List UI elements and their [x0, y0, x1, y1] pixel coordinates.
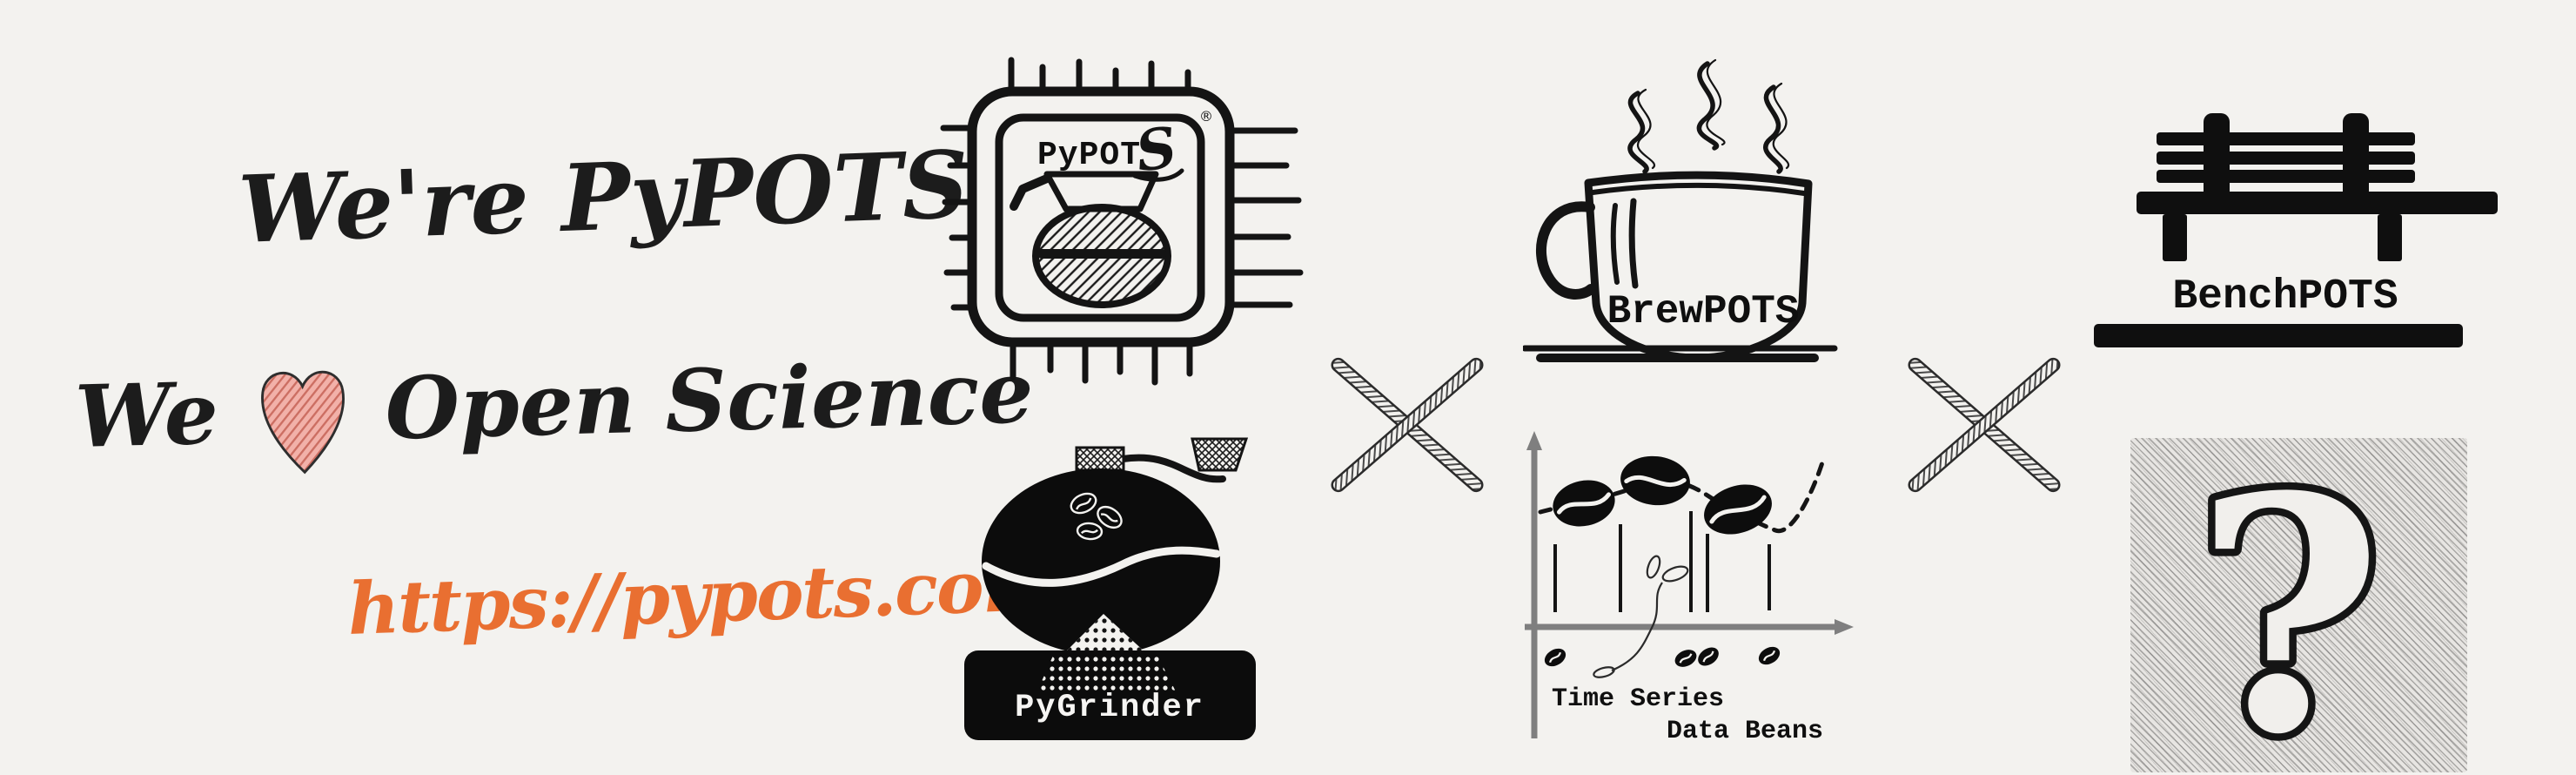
tagline-line1: We're PyPOTS	[237, 129, 971, 264]
data-beans-chart: Time Series Data Beans	[1525, 431, 1854, 746]
multiply-icon-1	[1331, 357, 1484, 493]
grinder-crank-icon	[1075, 437, 1249, 483]
saucer-icon	[1523, 345, 1838, 362]
pypots-chip-label: PyPOT	[1037, 137, 1141, 174]
falling-grounds	[1064, 614, 1146, 653]
coffee-beans-decoration	[1070, 492, 1123, 541]
coffee-pot-icon	[1010, 171, 1171, 308]
databeans-caption-line2: Data Beans	[1667, 717, 1823, 746]
registered-trademark: ®	[1199, 108, 1213, 125]
grinder-body-icon	[982, 468, 1221, 655]
multiply-icon-2	[1908, 357, 2061, 493]
question-mark-glyph: ?	[2195, 438, 2384, 772]
bench-icon	[2137, 113, 2498, 261]
tagline-line2: We Open Science	[74, 342, 1036, 486]
tagline-line2-prefix: We	[74, 363, 220, 468]
chart-axes	[1525, 431, 1854, 738]
s-swoosh	[1132, 168, 1184, 182]
bean-stems	[1553, 511, 1771, 612]
brewpots-label: BrewPOTS	[1607, 289, 1800, 334]
steam-icon	[1627, 58, 1790, 174]
bean-data-points	[1553, 455, 1772, 535]
question-mark-icon: ?	[2187, 438, 2391, 772]
databeans-caption-line1: Time Series	[1552, 684, 1724, 714]
benchpots-label: BenchPOTS	[2172, 273, 2398, 320]
chip-body	[967, 86, 1235, 347]
pygrinder-label: PyGrinder	[1015, 690, 1204, 726]
brewpots-logo: BrewPOTS	[1523, 58, 1838, 362]
tagline-line2-suffix: Open Science	[384, 342, 1035, 460]
falling-grounds-on-plate	[1036, 656, 1177, 695]
pypots-chip-logo: ® PyPOT S	[940, 57, 1304, 386]
heart-icon	[253, 355, 354, 482]
pygrinder-logo: PyGrinder	[964, 437, 1256, 740]
pypots-url[interactable]: https://pypots.com	[346, 542, 1057, 651]
sprout-icon	[1593, 555, 1689, 678]
pygrinder-label-plate	[964, 650, 1256, 740]
benchpots-logo: BenchPOTS	[2094, 113, 2498, 347]
seed-beans	[1544, 646, 1781, 667]
mystery-box: ?	[2130, 438, 2467, 772]
benchpots-underline	[2094, 324, 2463, 347]
mug-icon	[1535, 171, 1813, 362]
